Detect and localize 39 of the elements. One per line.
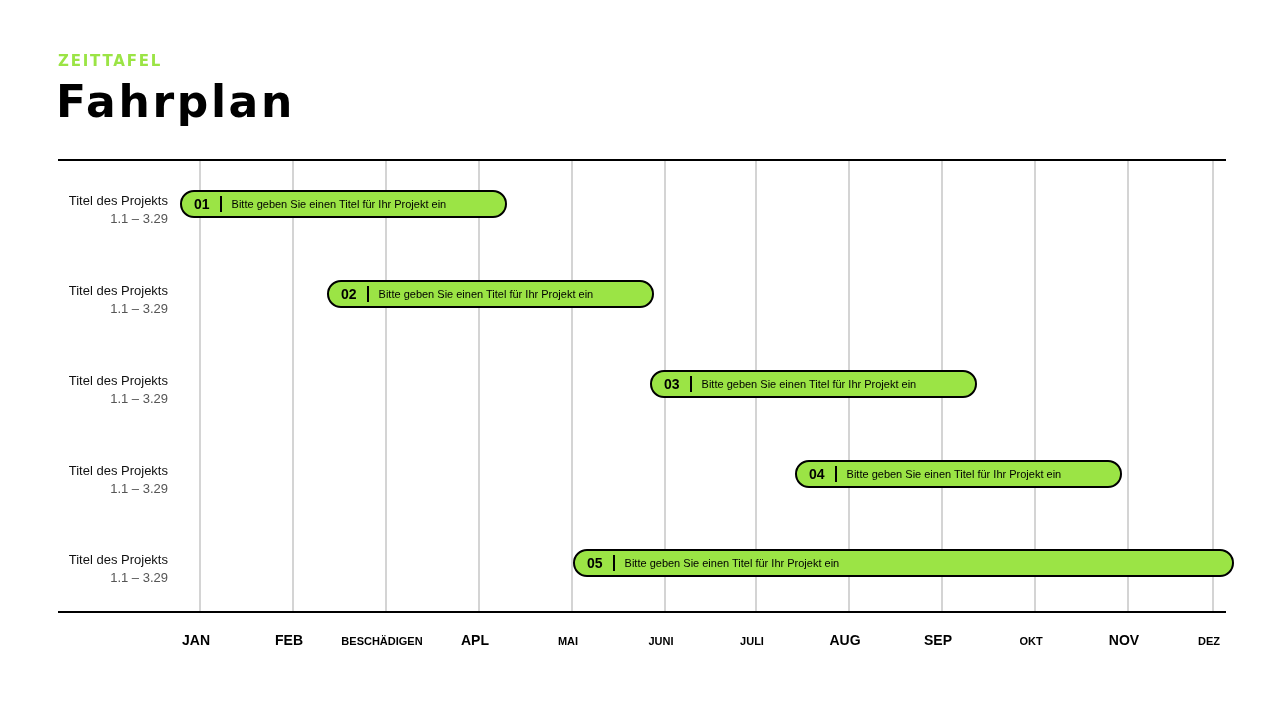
month-label: FEB bbox=[275, 631, 303, 650]
timeline-bar bbox=[650, 370, 977, 398]
bar-label: Bitte geben Sie einen Titel für Ihr Projekt ein bbox=[231, 196, 447, 212]
step-number: 03 bbox=[664, 376, 692, 392]
row-title: Titel des Projekts bbox=[68, 462, 168, 480]
section-label: ZEITTAFEL bbox=[58, 51, 163, 72]
timeline-bar bbox=[180, 190, 507, 218]
month-label: NOV bbox=[1108, 631, 1140, 650]
row-title: Titel des Projekts bbox=[68, 192, 168, 210]
bar-label: Bitte geben Sie einen Titel für Ihr Projekt ein bbox=[378, 286, 594, 302]
month-label: AUG bbox=[829, 631, 861, 650]
date-range: 1.1 – 3.29 bbox=[110, 480, 168, 498]
bar-label: Bitte geben Sie einen Titel für Ihr Projekt ein bbox=[624, 555, 840, 571]
step-number: 05 bbox=[587, 555, 615, 571]
timeline-bar bbox=[327, 280, 654, 308]
step-number: 01 bbox=[194, 196, 222, 212]
date-range: 1.1 – 3.29 bbox=[110, 210, 168, 228]
month-label: JAN bbox=[182, 631, 210, 650]
row-title: Titel des Projekts bbox=[68, 551, 168, 569]
step-number: 02 bbox=[341, 286, 369, 302]
step-number: 04 bbox=[809, 466, 837, 482]
date-range: 1.1 – 3.29 bbox=[110, 569, 168, 587]
date-range: 1.1 – 3.29 bbox=[110, 300, 168, 318]
row-title: Titel des Projekts bbox=[68, 372, 168, 390]
month-label: BESCHÄDIGEN bbox=[341, 634, 423, 649]
month-label: MAI bbox=[557, 634, 579, 649]
timeline-bar bbox=[573, 549, 1234, 577]
month-label: JULI bbox=[740, 634, 764, 649]
month-label: OKT bbox=[1019, 634, 1043, 649]
month-label: APL bbox=[461, 631, 489, 650]
title: Fahrplan bbox=[56, 75, 295, 129]
month-label: DEZ bbox=[1198, 634, 1220, 649]
bar-label: Bitte geben Sie einen Titel für Ihr Projekt ein bbox=[846, 466, 1062, 482]
date-range: 1.1 – 3.29 bbox=[110, 390, 168, 408]
month-label: JUNI bbox=[648, 634, 674, 649]
month-label: SEP bbox=[924, 631, 952, 650]
timeline-bar bbox=[795, 460, 1122, 488]
row-title: Titel des Projekts bbox=[68, 282, 168, 300]
bar-label: Bitte geben Sie einen Titel für Ihr Projekt ein bbox=[701, 376, 917, 392]
